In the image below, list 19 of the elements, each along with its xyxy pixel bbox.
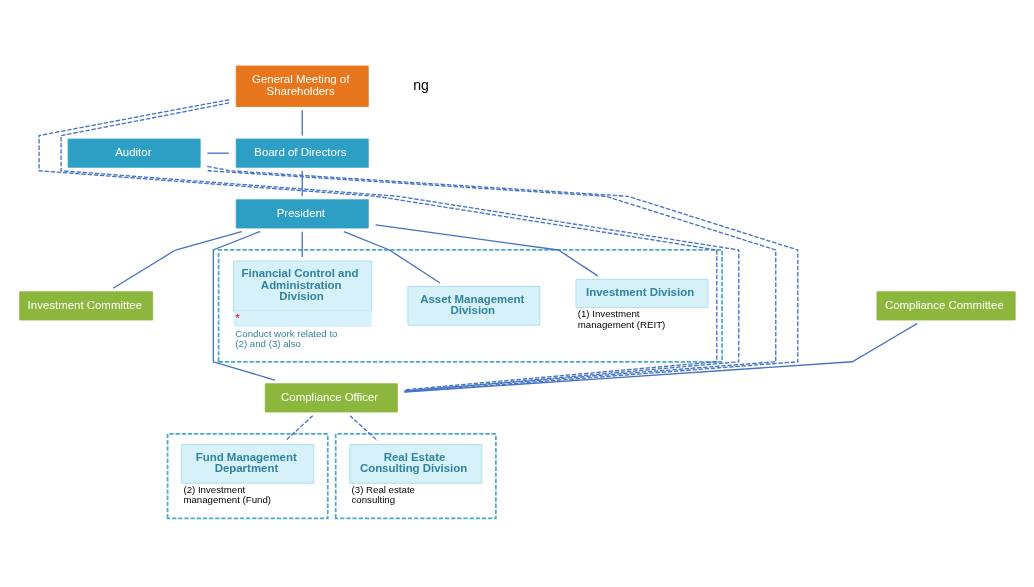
connector (206, 152, 230, 154)
connector (301, 230, 303, 258)
node-label: (2) Investment management (Fund) (183, 483, 272, 505)
connector (343, 230, 441, 284)
connector (301, 109, 303, 136)
connector (403, 322, 918, 393)
connector (212, 230, 276, 381)
connector (374, 223, 599, 277)
connector (112, 230, 243, 289)
connector (349, 414, 379, 441)
cluster (334, 432, 497, 519)
node-label: (1) Investment management (REIT) (577, 307, 666, 330)
node-label: Conduct work related to (2) and (3) also (235, 327, 338, 349)
label: ng (413, 76, 429, 93)
connector (284, 414, 314, 441)
connector (301, 169, 303, 197)
cluster (166, 432, 329, 519)
cluster (217, 248, 723, 363)
node-label: (3) Real estate consulting (351, 483, 415, 505)
